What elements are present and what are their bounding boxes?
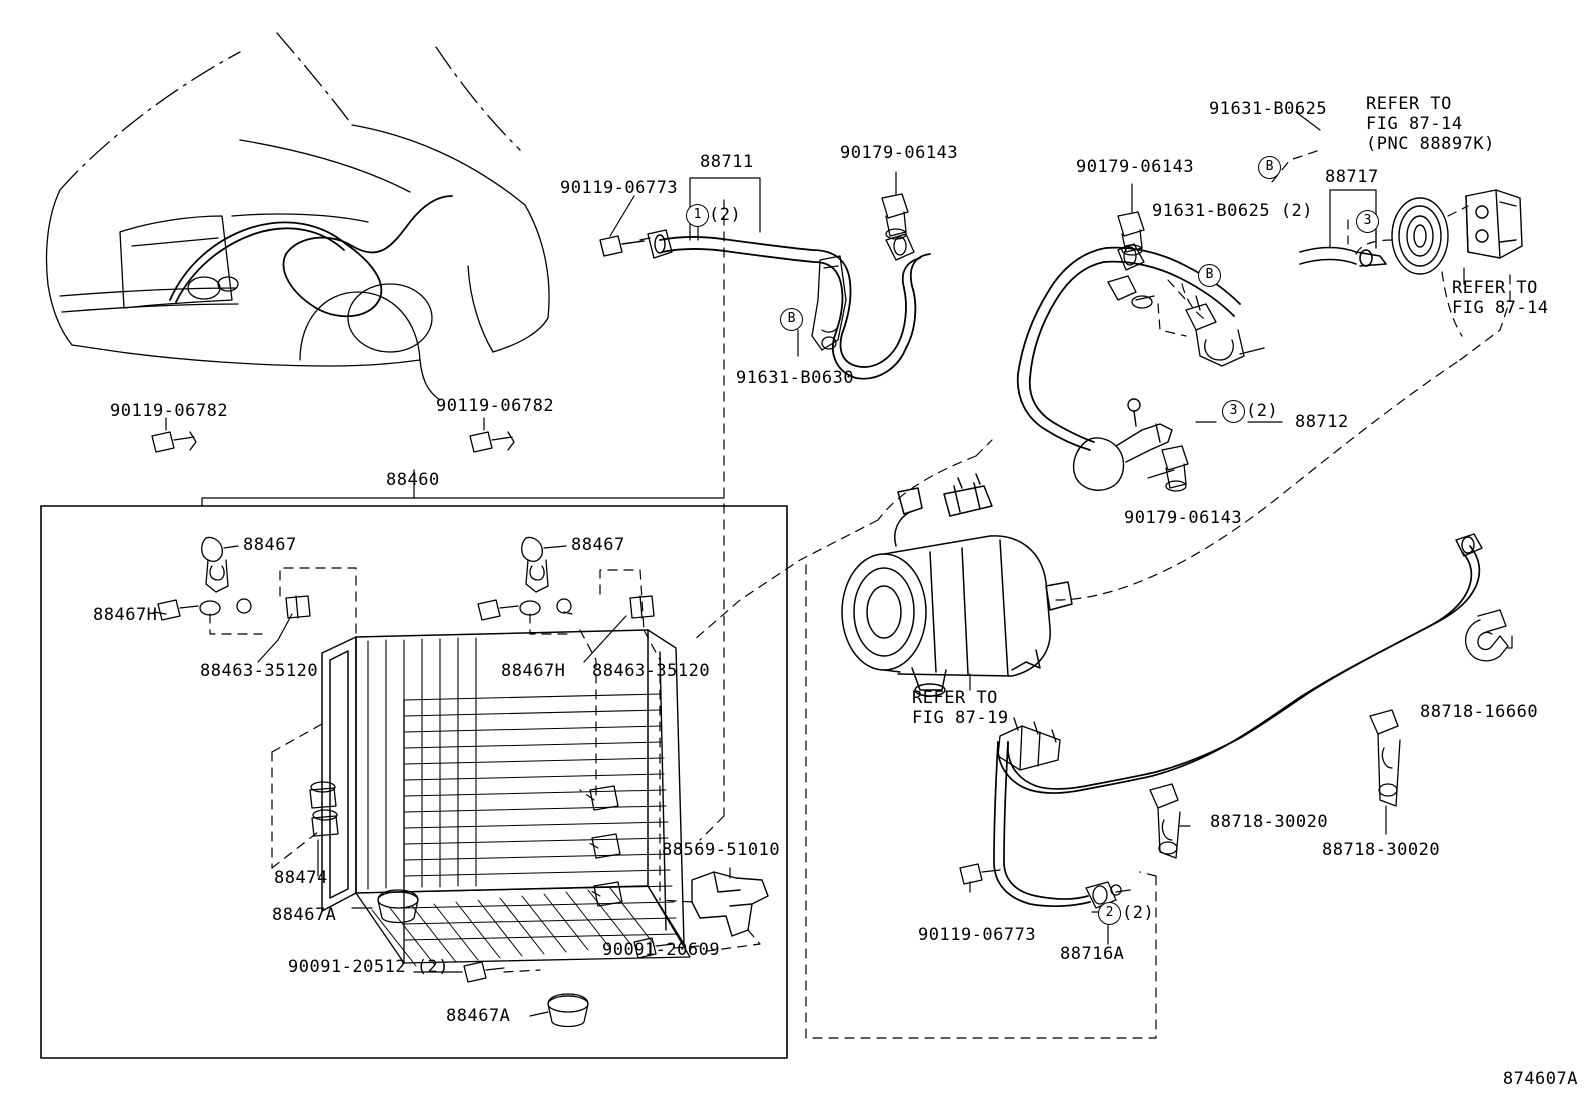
- label-88718-16660: 88718-16660: [1420, 702, 1539, 722]
- callout-3-mid-marker: 3: [1222, 400, 1245, 423]
- label-88467H-right: 88467H: [501, 661, 566, 681]
- callout-2-marker: 2: [1098, 902, 1121, 925]
- figure-code: 874607A: [1502, 1069, 1578, 1089]
- callout-1-qty: (2): [709, 205, 742, 225]
- label-88467A-lower: 88467A: [446, 1006, 511, 1026]
- label-88718-30020-b: 88718-30020: [1322, 840, 1441, 860]
- label-90179-06143-b: 90179-06143: [1076, 157, 1195, 177]
- label-90119-06782-right: 90119-06782: [436, 396, 555, 416]
- callout-2-qty: (2): [1122, 903, 1155, 923]
- label-88463-35120-left: 88463-35120: [200, 661, 319, 681]
- label-88717: 88717: [1325, 167, 1379, 187]
- label-88711: 88711: [700, 152, 754, 172]
- label-90119-06773-bottom: 90119-06773: [918, 925, 1037, 945]
- label-88467-left: 88467: [243, 535, 297, 555]
- label-88474: 88474: [274, 868, 328, 888]
- refer-to-87-14-right: REFER TO FIG 87-14: [1452, 278, 1549, 319]
- refer-to-87-14-top: REFER TO FIG 87-14 (PNC 88897K): [1366, 94, 1495, 155]
- label-88467-right: 88467: [571, 535, 625, 555]
- callout-3-mid-qty: (2): [1246, 401, 1279, 421]
- label-88712: 88712: [1295, 412, 1349, 432]
- label-88716A: 88716A: [1060, 944, 1125, 964]
- label-91631-B0625-2: 91631-B0625 (2): [1152, 201, 1314, 221]
- callout-B-mid-marker: B: [1198, 264, 1221, 287]
- callout-3-right-marker: 3: [1356, 210, 1379, 233]
- label-90179-06143-a: 90179-06143: [840, 143, 959, 163]
- label-91631-B0630: 91631-B0630: [736, 368, 855, 388]
- label-90119-06782-left: 90119-06782: [110, 401, 229, 421]
- callout-B-left-marker: B: [780, 308, 803, 331]
- callout-B-top-marker: B: [1258, 156, 1281, 179]
- label-91631-B0625: 91631-B0625: [1209, 99, 1328, 119]
- label-90091-20512: 90091-20512 (2): [288, 957, 450, 977]
- label-90179-06143-c: 90179-06143: [1124, 508, 1243, 528]
- label-88463-35120-right: 88463-35120: [592, 661, 711, 681]
- label-88467A-upper: 88467A: [272, 905, 337, 925]
- label-88569-51010: 88569-51010: [662, 840, 781, 860]
- label-90091-20609: 90091-20609: [602, 940, 721, 960]
- refer-to-87-19: REFER TO FIG 87-19: [912, 688, 1009, 729]
- label-88718-30020-a: 88718-30020: [1210, 812, 1329, 832]
- label-88460: 88460: [386, 470, 440, 490]
- callout-1-marker: 1: [686, 204, 709, 227]
- label-88467H-left: 88467H: [93, 605, 158, 625]
- label-90119-06773-top: 90119-06773: [560, 178, 679, 198]
